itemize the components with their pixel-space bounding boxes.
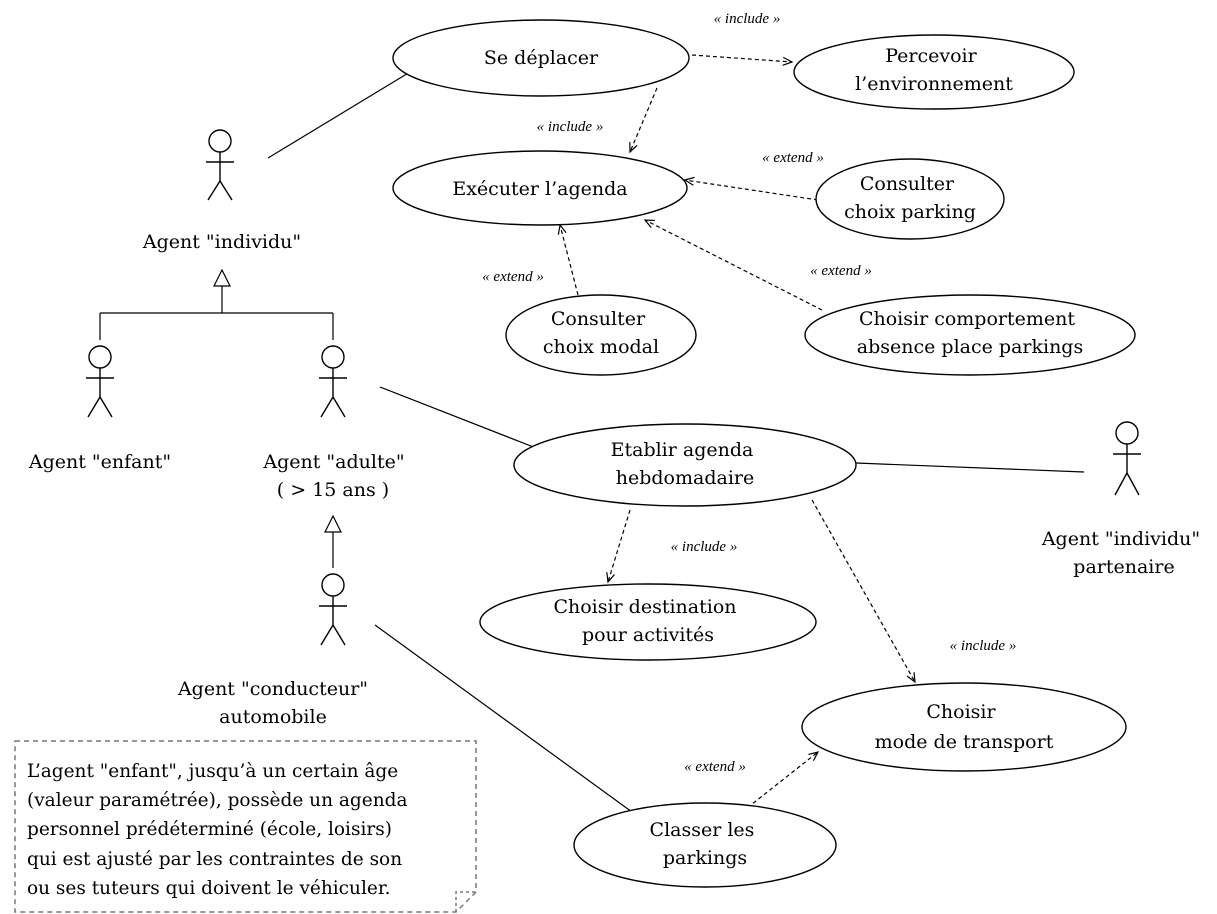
stereotype-extend-parking: « extend » (762, 150, 824, 166)
actor-label-line: partenaire (1073, 556, 1174, 578)
usecase-label-line: Choisir destination (553, 596, 736, 618)
svg-text:L’agent "enfant", jusqu’à un c: L’agent "enfant", jusqu’à un certain âge… (27, 761, 413, 899)
note-line: (valeur paramétrée), possède un agenda (27, 790, 408, 811)
usecase-percevoir: Percevoir l’environnement (793, 34, 1075, 110)
association-adulte-etablir (379, 386, 537, 449)
usecase-etablir-agenda: Etablir agenda hebdomadaire (513, 423, 857, 507)
actor-conducteur: Agent "conducteur" automobile (177, 573, 374, 728)
actor-label-line: Agent "adulte" (262, 451, 404, 473)
usecase-choisir-comportement: Choisir comportement absence place parki… (804, 294, 1136, 376)
dependency-extend-classer (741, 751, 820, 813)
actor-label-line: Agent "enfant" (28, 451, 171, 473)
stereotype-extend-comportement: « extend » (810, 263, 872, 279)
usecase-label-line: l’environnement (855, 73, 1013, 95)
usecase-label-line: Percevoir (885, 45, 977, 67)
dependency-extend-parking (683, 176, 819, 201)
actor-partenaire-label: Agent "individu" partenaire (1041, 528, 1206, 578)
svg-text:Choisir comportement abs: Choisir comportement absence place parki… (857, 308, 1083, 358)
actor-enfant-label: Agent "enfant" (28, 451, 171, 473)
actor-individu-label: Agent "individu" (142, 231, 301, 253)
svg-text:Choisir destination pour: Choisir destination pour activités (553, 596, 742, 646)
usecase-label-line: hebdomadaire (616, 467, 754, 489)
dependency-extend-comportement (643, 219, 823, 311)
note: L’agent "enfant", jusqu’à un certain âge… (14, 740, 477, 913)
usecase-label-line: Choisir comportement (859, 308, 1075, 330)
actor-label-line: ( > 15 ans ) (277, 479, 389, 501)
usecase-executer-agenda: Exécuter l’agenda (392, 150, 688, 226)
usecase-label-line: Se déplacer (484, 47, 599, 69)
usecase-classer-parkings: Classer les parkings (573, 802, 837, 888)
actor-enfant: Agent "enfant" (28, 345, 171, 473)
stereotype-include-destination: « include » (671, 539, 738, 555)
dependency-include-percevoir (691, 54, 794, 66)
usecase-label-line: pour activités (582, 624, 714, 646)
dependency-include-mode (811, 499, 916, 684)
note-line: personnel prédéterminé (école, loisirs) (27, 819, 392, 840)
usecase-label-line: absence place parkings (857, 336, 1083, 358)
usecase-label-line: Etablir agenda (611, 439, 754, 461)
usecase-se-deplacer: Se déplacer (392, 19, 690, 97)
note-line: ou ses tuteurs qui doivent le véhiculer. (27, 878, 391, 899)
usecase-label-line: choix parking (844, 201, 976, 223)
dependency-include-executer (629, 87, 658, 154)
usecase-label-line: choix modal (543, 336, 659, 358)
usecase-label-line: Exécuter l’agenda (452, 178, 627, 200)
stereotype-extend-modal: « extend » (482, 269, 544, 285)
svg-text:Choisir mode de transpor: Choisir mode de transport (875, 701, 1054, 753)
actor-partenaire: Agent "individu" partenaire (1041, 421, 1206, 578)
usecase-consulter-modal: Consulter choix modal (505, 294, 697, 376)
actor-individu: Agent "individu" (142, 129, 301, 253)
actor-label-line: Agent "individu" (142, 231, 301, 253)
stereotype-include-executer: « include » (537, 119, 604, 135)
svg-text:Classer les parkings: Classer les parkings (650, 819, 761, 869)
dependency-include-destination (606, 509, 631, 584)
actor-adulte: Agent "adulte" ( > 15 ans ) (262, 345, 410, 501)
actor-conducteur-label: Agent "conducteur" automobile (177, 678, 374, 728)
actor-adulte-label: Agent "adulte" ( > 15 ans ) (262, 451, 410, 501)
actor-label-line: Agent "individu" (1041, 528, 1200, 550)
stereotype-extend-classer: « extend » (684, 759, 746, 775)
usecase-label-line: mode de transport (875, 731, 1054, 753)
usecase-label-line: Choisir (926, 701, 996, 723)
usecase-label-line: Consulter (551, 308, 646, 330)
svg-text:Percevoir l’environnemen: Percevoir l’environnement (855, 45, 1013, 95)
dependency-extend-modal (557, 223, 579, 296)
association-etablir-partenaire (855, 462, 1085, 473)
usecase-label-line: Classer les (650, 819, 755, 841)
actor-label-line: automobile (219, 706, 327, 728)
usecase-label-line: parkings (663, 847, 747, 869)
association-conducteur-classer (374, 624, 633, 813)
svg-text:Consulter choix parking: Consulter choix parking (844, 173, 976, 223)
usecase-choisir-mode: Choisir mode de transport (801, 682, 1127, 772)
usecase-choisir-destination: Choisir destination pour activités (479, 583, 817, 661)
note-line: L’agent "enfant", jusqu’à un certain âge (27, 761, 398, 782)
association-individu-se-deplacer (267, 71, 411, 159)
stereotype-include-mode: « include » (950, 638, 1017, 654)
svg-text:Etablir agenda hebdomada: Etablir agenda hebdomadaire (611, 439, 760, 489)
generalization-to-individu (99, 268, 334, 340)
note-line: qui est ajusté par les contraintes de so… (27, 849, 402, 870)
svg-text:Se déplacer: Se déplacer (484, 47, 599, 69)
generalization-to-adulte (324, 514, 342, 568)
svg-text:Exécuter l’agenda: Exécuter l’agenda (452, 178, 627, 200)
actor-label-line: Agent "conducteur" (177, 678, 368, 700)
stereotype-include-percevoir: « include » (714, 11, 781, 27)
svg-text:Consulter choix modal: Consulter choix modal (543, 308, 659, 358)
usecase-label-line: Consulter (860, 173, 955, 195)
usecase-consulter-parking: Consulter choix parking (815, 158, 1005, 240)
